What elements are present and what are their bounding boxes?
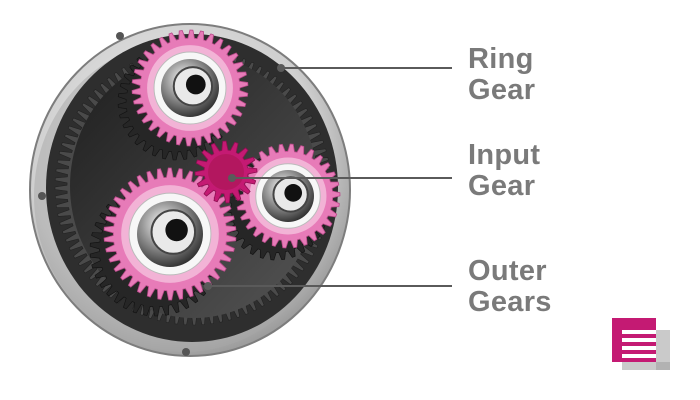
- outer-gear-right: [235, 143, 341, 249]
- input-gear-label: Input Gear: [468, 140, 540, 202]
- input-gear: [194, 140, 258, 204]
- outer-gears-leader-dot: [204, 282, 212, 290]
- outer-gear-top: [131, 29, 249, 147]
- housing-bolt: [116, 32, 124, 40]
- housing-bolt: [182, 348, 190, 356]
- outer-gear-bottom-left: [103, 167, 237, 301]
- logo-shadow: [656, 330, 670, 370]
- outer-gears-label-line-1: Outer: [468, 255, 547, 287]
- brand-logo-icon: [612, 318, 670, 370]
- input-gear-face: [208, 154, 244, 190]
- ring-gear-label: Ring Gear: [468, 44, 535, 106]
- logo-stripe: [622, 346, 670, 350]
- ring-gear-label-line-1: Ring: [468, 43, 534, 75]
- outer-gears-label-line-2: Gears: [468, 286, 552, 318]
- outer-gears-label: Outer Gears: [468, 256, 552, 318]
- planet-bore: [185, 74, 206, 95]
- logo-shadow: [622, 362, 670, 370]
- logo-stripe: [622, 330, 670, 334]
- planet-bore: [165, 218, 188, 242]
- logo-stripe: [622, 338, 670, 342]
- housing-bolt: [38, 192, 46, 200]
- input-gear-leader-dot: [228, 174, 236, 182]
- ring-gear-leader-dot: [277, 64, 285, 72]
- input-gear-label-line-1: Input: [468, 139, 541, 171]
- planet-bore: [284, 184, 303, 202]
- leader-lines: [204, 64, 452, 290]
- input-gear-label-line-2: Gear: [468, 170, 536, 202]
- logo-stripe: [622, 354, 670, 358]
- ring-gear-label-line-2: Gear: [468, 74, 536, 106]
